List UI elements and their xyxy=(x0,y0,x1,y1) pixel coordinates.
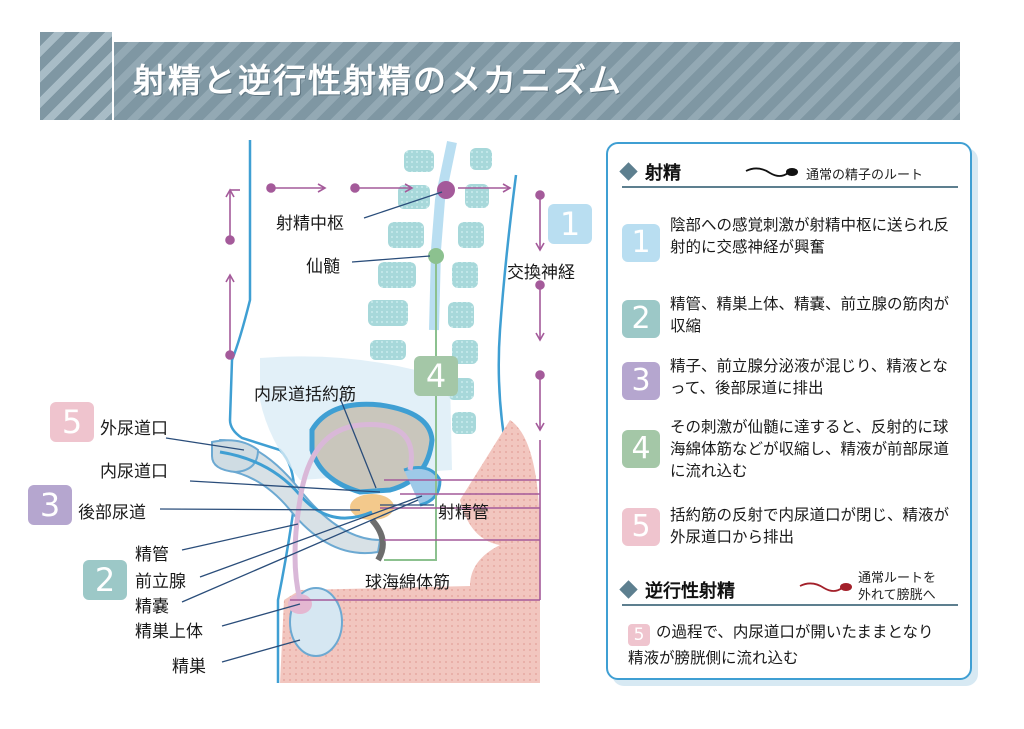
diamond-icon xyxy=(619,580,638,599)
note-text-1: の過程で、内尿道口が開いたままとなり xyxy=(656,623,934,641)
label-bulbospongiosus: 球海綿体筋 xyxy=(365,573,450,593)
route-arrows xyxy=(225,183,545,432)
nerve-route xyxy=(290,440,541,601)
prostate-shape xyxy=(350,494,394,520)
item-text-2: 精管、精巣上体、精嚢、前立腺の筋肉が収縮 xyxy=(670,295,950,335)
item-text-4: その刺激が仙髄に達すると、反射的に球海綿体筋などが収縮し、精液が前部尿道に流れ込… xyxy=(670,418,950,480)
label-prostate: 前立腺 xyxy=(135,572,186,592)
divider xyxy=(622,186,958,188)
item-text-1: 陰部への感覚刺激が射精中枢に送られ反射的に交感神経が興奮 xyxy=(670,216,950,256)
buttock xyxy=(460,420,540,545)
item-badge-4: 4 xyxy=(622,430,660,468)
badge-5: 5 xyxy=(50,402,94,442)
label-internal-urethral-orifice: 内尿道口 xyxy=(100,462,168,482)
item-text-3: 精子、前立腺分泌液が混じり、精液となって、後部尿道に排出 xyxy=(670,357,948,397)
divider xyxy=(622,604,958,606)
badge-2: 2 xyxy=(83,560,127,600)
label-ejaculatory-duct: 射精管 xyxy=(438,503,489,523)
retrograde-route-icon xyxy=(799,582,852,592)
label-sympathetic-nerve: 交換神経 xyxy=(507,263,575,283)
banner-stripes xyxy=(40,32,112,120)
label-epididymis: 精巣上体 xyxy=(135,622,203,642)
leader-lines xyxy=(159,191,443,663)
retrograde-note-line2: 精液が膀胱側に流れ込む xyxy=(628,649,799,667)
sperm-route-icon xyxy=(745,167,798,177)
normal-route-label: 通常の精子のルート xyxy=(806,168,924,183)
badge-3: 3 xyxy=(28,485,72,525)
spine xyxy=(368,148,492,434)
label-sacral-cord: 仙髄 xyxy=(306,257,340,277)
thigh xyxy=(280,540,540,683)
badge-1: 1 xyxy=(548,204,592,244)
ejaculation-center-node xyxy=(437,181,455,199)
label-seminal-vesicle: 精嚢 xyxy=(135,597,169,617)
item-text-5: 括約筋の反射で内尿道口が閉じ、精液が外尿道口から排出 xyxy=(670,506,950,546)
diamond-icon xyxy=(619,162,638,181)
page-title: 射精と逆行性射精のメカニズム xyxy=(133,61,623,100)
badge-4: 4 xyxy=(414,356,458,396)
title-banner xyxy=(114,42,960,120)
vas-deferens xyxy=(292,422,414,601)
sacral-node xyxy=(428,248,444,264)
section-retrograde-heading: 逆行性射精 xyxy=(619,577,735,603)
legend-panel xyxy=(606,142,972,680)
seminal-vesicle-shape xyxy=(403,466,442,507)
label-internal-sphincter: 内尿道括約筋 xyxy=(254,385,356,405)
label-ejaculation-center: 射精中枢 xyxy=(276,214,344,234)
item-badge-5: 5 xyxy=(622,508,660,546)
item-badge-3: 3 xyxy=(622,362,660,400)
note-badge-5: 5 xyxy=(628,624,650,646)
retrograde-note-line1: 5 の過程で、内尿道口が開いたままとなり xyxy=(628,620,933,646)
label-vas-deferens: 精管 xyxy=(135,545,169,565)
off-route-label-1: 通常ルートを xyxy=(858,571,937,586)
label-external-urethral-orifice: 外尿道口 xyxy=(100,419,168,439)
back-outline xyxy=(497,174,518,471)
bladder xyxy=(309,401,435,495)
bulbospongiosus-shape xyxy=(369,517,386,562)
section-ejaculation-heading: 射精 xyxy=(619,159,681,185)
label-testis: 精巣 xyxy=(172,657,206,677)
item-badge-1: 1 xyxy=(622,224,660,262)
anatomy-illustration xyxy=(159,140,545,683)
section-ejaculation-title: 射精 xyxy=(645,163,681,184)
label-posterior-urethra: 後部尿道 xyxy=(78,503,146,523)
off-route-label-2: 外れて膀胱へ xyxy=(858,588,936,603)
item-badge-2: 2 xyxy=(622,300,660,338)
section-retrograde-title: 逆行性射精 xyxy=(645,581,735,602)
